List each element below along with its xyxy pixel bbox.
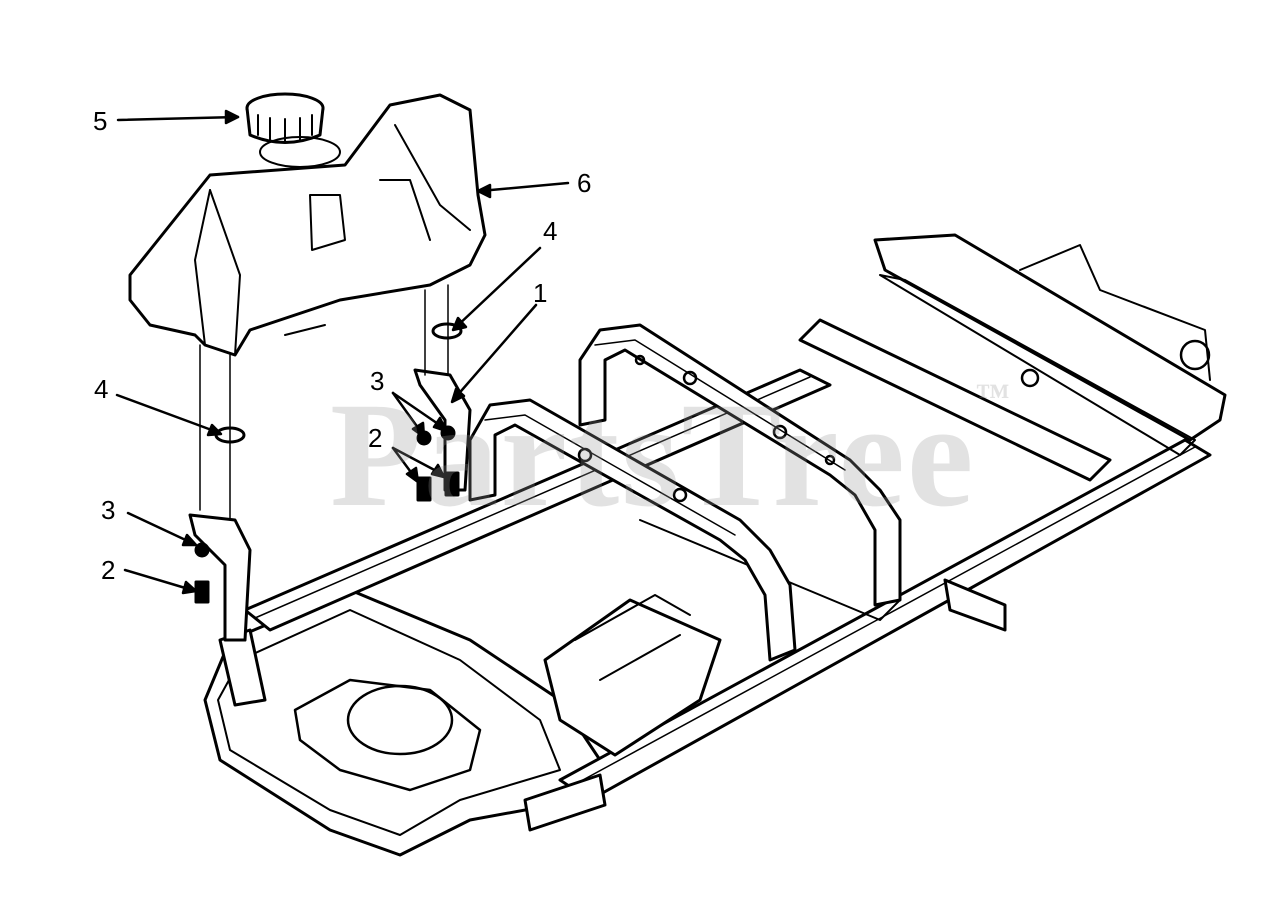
front-hoop bbox=[468, 398, 797, 662]
watermark-text: PartsTree bbox=[330, 372, 976, 538]
callout-lockwasher-left: 3 bbox=[101, 495, 116, 525]
callout-bolt-left: 2 bbox=[101, 555, 116, 585]
leader-arrows bbox=[115, 109, 570, 595]
callout-bolt-right: 2 bbox=[368, 423, 383, 453]
fuel-cap bbox=[245, 92, 341, 168]
tank-bracket-left bbox=[188, 513, 252, 642]
hoop-holes bbox=[577, 354, 836, 503]
lockwasher-left bbox=[194, 542, 210, 558]
callout-fuel-cap: 5 bbox=[93, 106, 108, 136]
footplate-hole bbox=[346, 684, 454, 756]
watermark-logo: PartsTree™ bbox=[330, 378, 1012, 531]
side-hitch-plate bbox=[943, 578, 1007, 632]
mid-cross-member bbox=[798, 318, 1112, 482]
front-footplate bbox=[203, 588, 602, 857]
bolt-right-b bbox=[444, 471, 460, 497]
frame-assembly bbox=[203, 233, 1227, 857]
callout-bracket-right: 1 bbox=[533, 278, 548, 308]
center-mount-bracket bbox=[543, 598, 722, 757]
bolt-right-a bbox=[416, 476, 432, 502]
watermark-trademark: ™ bbox=[975, 378, 1012, 415]
footplate-cutout bbox=[293, 678, 482, 792]
footplate-inner-edge bbox=[217, 609, 561, 836]
callout-washer-right: 4 bbox=[543, 216, 558, 246]
assembly-lines bbox=[199, 284, 449, 521]
callout-lockwasher-right: 3 bbox=[370, 366, 385, 396]
callout-fuel-tank: 6 bbox=[577, 168, 592, 198]
callout-washer-left: 4 bbox=[94, 374, 109, 404]
bolt-left bbox=[194, 580, 210, 604]
rear-axle-tube bbox=[879, 274, 1196, 456]
fuel-tank bbox=[128, 93, 487, 357]
